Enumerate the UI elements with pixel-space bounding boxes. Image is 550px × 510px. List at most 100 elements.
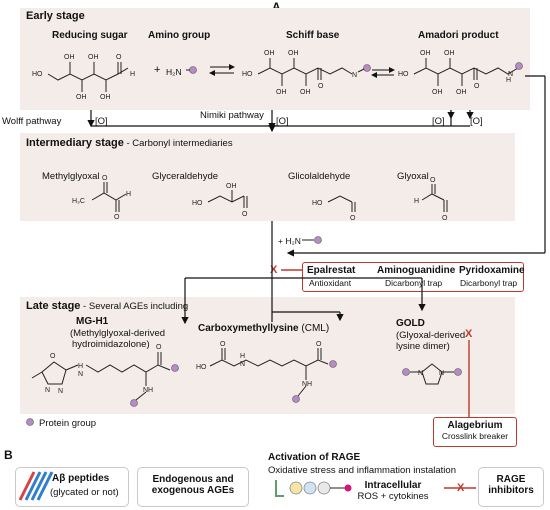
svg-text:N: N [78, 371, 83, 378]
svg-text:HO: HO [312, 200, 323, 207]
svg-text:OH: OH [456, 89, 467, 96]
protein-group-icon [314, 236, 322, 244]
svg-text:O: O [102, 175, 108, 182]
svg-text:HO: HO [398, 71, 409, 78]
compound-glyoxal: Glyoxal [397, 171, 429, 182]
endo-line-2: exogenous AGEs [151, 485, 235, 496]
svg-text:O: O [116, 54, 122, 61]
pyridoxamine-role: Dicarbonyl trap [460, 278, 518, 288]
intermediate-stage-panel [20, 133, 515, 221]
svg-text:O: O [242, 211, 248, 218]
svg-text:HO: HO [196, 364, 207, 371]
svg-text:OH: OH [226, 183, 237, 190]
epalrestat-role: Antioxidant [309, 278, 352, 288]
protein-group-icon [363, 64, 371, 72]
glicolaldehyde-structure: HO O [312, 195, 356, 222]
mgh1-desc-1: (Methylglyoxal-derived [70, 328, 166, 339]
late-subtitle: - Several AGEs including [80, 301, 189, 312]
svg-text:N: N [508, 71, 513, 78]
late-stage-panel [20, 297, 515, 414]
aminoguanidine-role: Dicarbonyl trap [385, 278, 443, 288]
nimiki-pathway-label: Nimiki pathway [200, 110, 264, 121]
alagebrium-box: Alagebrium Crosslink breaker [433, 417, 517, 447]
early-stage-title: Early stage [26, 10, 85, 22]
cml-label: Carboxymethyllysine (CML) [198, 323, 329, 334]
amine-addition-label: + H₂N [278, 236, 301, 246]
gold-name: GOLD [396, 318, 425, 329]
protein-group-icon [130, 399, 138, 407]
svg-text:H: H [130, 71, 135, 78]
protein-group-icon [402, 368, 410, 376]
abeta-peptides-icon [18, 471, 54, 501]
svg-text:O: O [316, 341, 322, 348]
svg-text:OH: OH [444, 50, 455, 57]
pyridoxamine-name: Pyridoxamine [459, 265, 525, 276]
svg-text:N: N [240, 361, 245, 368]
mgh1-name: MG-H1 [76, 316, 109, 327]
equilibrium-arrow-1 [209, 64, 235, 76]
svg-text:O: O [442, 215, 448, 222]
protein-group-icon [515, 62, 523, 70]
mgh1-structure: ON NH NNH O [31, 344, 171, 401]
intermediary-subtitle: - Carbonyl intermediaries [123, 138, 233, 149]
protein-group-icon [454, 368, 462, 376]
cml-name: Carboxymethyllysine [198, 323, 299, 334]
pathway-arrows [87, 75, 546, 325]
protein-group-legend-icon [26, 418, 34, 426]
svg-text:O: O [350, 215, 356, 222]
protein-group-legend-label: Protein group [39, 418, 97, 429]
abeta-title: Aβ peptides [52, 473, 110, 484]
rage-title: Activation of RAGE [268, 452, 361, 463]
equilibrium-arrow-2 [371, 67, 395, 78]
inhibitors-box: Epalrestat Antioxidant Aminoguanidine Di… [302, 262, 525, 292]
rage-subtitle: Oxidative stress and inflammation instal… [268, 465, 456, 476]
intracellular-label: Intracellular ROS + cytokines [348, 480, 438, 502]
intracellular-title: Intracellular [364, 480, 422, 491]
svg-text:N: N [58, 388, 63, 395]
svg-text:O: O [156, 344, 162, 351]
mgh1-desc-2: hydroimidazolone) [72, 339, 150, 350]
svg-text:H: H [506, 77, 511, 84]
svg-text:O: O [474, 83, 480, 90]
aminoguanidine-name: Aminoguanidine [377, 265, 456, 276]
alagebrium-name: Alagebrium [447, 420, 503, 431]
svg-text:OH: OH [288, 50, 299, 57]
svg-text:O: O [220, 341, 226, 348]
svg-text:OH: OH [76, 94, 87, 101]
schiff-base-label: Schiff base [286, 30, 340, 41]
endogenous-ages-box: Endogenous and exogenous AGEs [137, 467, 249, 507]
svg-text:OH: OH [100, 94, 111, 101]
svg-text:O: O [430, 177, 436, 184]
svg-text:OH: OH [432, 89, 443, 96]
svg-text:OH: OH [264, 50, 275, 57]
protein-group-icon [189, 66, 197, 74]
intermediary-stage-title: Intermediary stage - Carbonyl intermedia… [26, 137, 233, 149]
o-label-4: [O] [470, 116, 483, 127]
intracellular-sub: ROS + cytokines [357, 491, 429, 502]
late-stage-title: Late stage - Several AGEs including [26, 300, 188, 312]
endo-line-1: Endogenous and [152, 474, 234, 485]
gold-desc-2: lysine dimer) [396, 341, 450, 352]
svg-text:O: O [50, 353, 56, 360]
gold-desc-1: (Glyoxal-derived [396, 330, 466, 341]
epalrestat-name: Epalrestat [307, 265, 356, 276]
cml-abbr: (CML) [298, 323, 330, 334]
compound-methylglyoxal: Methylglyoxal [42, 171, 100, 182]
svg-text:HO: HO [242, 71, 253, 78]
svg-text:H: H [414, 198, 419, 205]
alagebrium-role: Crosslink breaker [441, 431, 509, 441]
svg-text:OH: OH [88, 54, 99, 61]
svg-text:H: H [240, 353, 245, 360]
wolff-pathway-label: Wolff pathway [2, 116, 62, 127]
svg-text:HO: HO [32, 71, 43, 78]
early-stage-panel [20, 8, 530, 110]
rage-inhib-line-1: RAGE [496, 474, 526, 485]
panel-a-letter: A [272, 0, 281, 14]
svg-text:OH: OH [64, 54, 75, 61]
